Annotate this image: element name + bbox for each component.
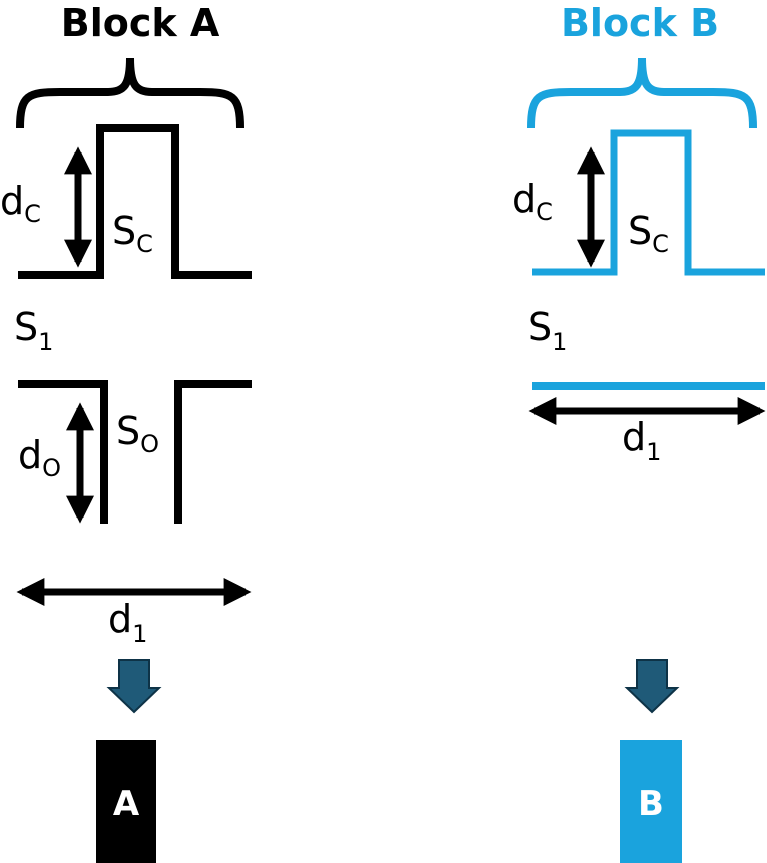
block-a-result-label: A (113, 784, 140, 824)
block-a-do-label: dO (18, 433, 61, 482)
block-a-trench-right (174, 380, 252, 524)
block-b-down-arrow (624, 659, 680, 714)
block-a: Block A dC SC S1 dO SO d1 A (0, 1, 252, 863)
block-a-brace (16, 57, 244, 129)
block-a-result-box (96, 740, 156, 863)
block-b: Block B dC SC S1 d1 B (512, 1, 766, 863)
block-b-dc-label: dC (512, 177, 553, 226)
block-a-trench-left (18, 380, 108, 524)
block-a-s1-label: S1 (14, 305, 53, 356)
block-b-sc-label: SC (628, 209, 669, 258)
block-b-d1-label: d1 (622, 415, 661, 466)
block-a-d1-label: d1 (108, 597, 147, 648)
block-a-sc-label: SC (112, 209, 153, 258)
block-a-dc-label: dC (0, 179, 41, 228)
block-b-pillar-shape (532, 129, 765, 276)
block-a-title: Block A (61, 1, 220, 45)
block-b-title: Block B (561, 1, 719, 45)
block-a-pillar-shape (18, 124, 252, 279)
block-b-result-label: B (638, 784, 664, 824)
block-a-so-label: SO (116, 409, 159, 458)
block-b-s1-label: S1 (528, 305, 567, 356)
block-b-brace (527, 57, 757, 129)
block-a-down-arrow (106, 659, 162, 714)
block-b-result-box (620, 740, 682, 863)
